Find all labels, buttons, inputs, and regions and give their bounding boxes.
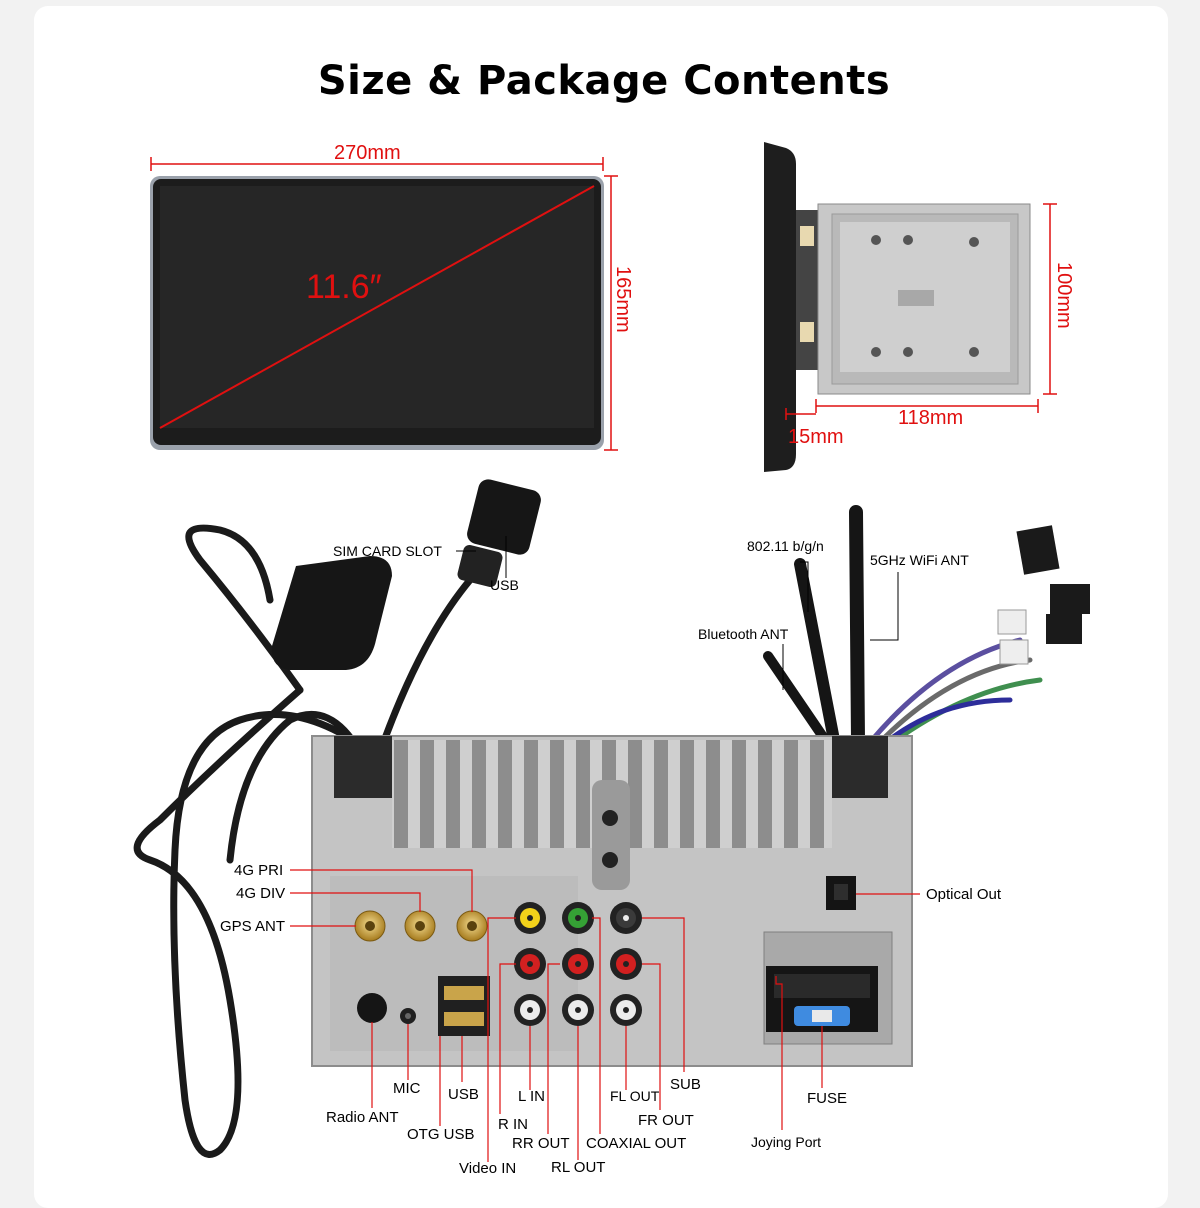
front-screen: 11.6″ xyxy=(150,176,604,450)
leader-lines xyxy=(456,536,899,690)
label-fr-out: FR OUT xyxy=(638,1112,694,1129)
usb-connector xyxy=(457,479,541,588)
radio-ant-port xyxy=(357,993,387,1023)
gps-connector xyxy=(354,910,386,942)
label-fl-out: FL OUT xyxy=(610,1088,660,1104)
height-label: 165mm xyxy=(612,266,634,333)
label-otg-usb: OTG USB xyxy=(407,1126,475,1143)
sim-card-adapter xyxy=(271,556,392,670)
label-wifi-2g: 802.11 b/g/n xyxy=(747,538,824,554)
side-view xyxy=(764,142,1031,472)
label-sub: SUB xyxy=(670,1076,701,1093)
rca-rl-out xyxy=(562,994,594,1026)
width-label: 270mm xyxy=(334,142,401,164)
unit-depth-label: 118mm xyxy=(898,407,963,429)
diagonal-size: 11.6″ xyxy=(306,268,382,306)
label-rr-out: RR OUT xyxy=(512,1135,570,1152)
unit-depth-dimension xyxy=(785,399,1039,420)
usb-ports xyxy=(438,976,490,1036)
fuse xyxy=(794,1006,850,1026)
label-bluetooth: Bluetooth ANT xyxy=(698,626,789,642)
label-radio-ant: Radio ANT xyxy=(326,1109,399,1126)
unit-height-label: 100mm xyxy=(1053,262,1075,329)
rca-coaxial-out xyxy=(562,902,594,934)
width-dimension xyxy=(150,157,604,171)
page-title: Size & Package Contents xyxy=(317,58,891,104)
label-usb-top: USB xyxy=(490,577,519,593)
label-r-in: R IN xyxy=(498,1116,528,1133)
label-l-in: L IN xyxy=(518,1088,545,1105)
panel-depth-label: 15mm xyxy=(788,426,844,448)
diagonal-line xyxy=(159,185,595,429)
label-mic: MIC xyxy=(393,1080,421,1097)
unit-height-dimension xyxy=(1043,203,1057,395)
usb-sim-cable xyxy=(133,524,474,1158)
label-usb-bottom: USB xyxy=(448,1086,479,1103)
label-video-in: Video IN xyxy=(459,1160,516,1177)
rca-rr-out xyxy=(562,948,594,980)
4g-div-connector xyxy=(404,910,436,942)
optical-port xyxy=(826,876,856,910)
label-gps: GPS ANT xyxy=(220,918,285,935)
label-4g-div: 4G DIV xyxy=(236,885,285,902)
4g-pri-connector xyxy=(456,910,488,942)
mic-port xyxy=(400,1008,416,1024)
red-leader-lines xyxy=(290,869,920,1162)
height-dimension xyxy=(604,175,618,451)
label-rl-out: RL OUT xyxy=(551,1159,605,1176)
label-sim-card-slot: SIM CARD SLOT xyxy=(333,543,442,559)
label-coaxial-out: COAXIAL OUT xyxy=(586,1135,686,1152)
label-wifi-5g: 5GHz WiFi ANT xyxy=(870,552,969,568)
rca-r-in xyxy=(514,948,546,980)
label-joying-port: Joying Port xyxy=(751,1134,821,1150)
rca-sub xyxy=(610,902,642,934)
label-fuse: FUSE xyxy=(807,1090,847,1107)
rca-fr-out xyxy=(610,948,642,980)
joying-port xyxy=(766,966,878,1032)
label-4g-pri: 4G PRI xyxy=(234,862,283,879)
rca-video-in xyxy=(514,902,546,934)
label-optical: Optical Out xyxy=(926,886,1002,903)
rca-l-in xyxy=(514,994,546,1026)
rca-fl-out xyxy=(610,994,642,1026)
